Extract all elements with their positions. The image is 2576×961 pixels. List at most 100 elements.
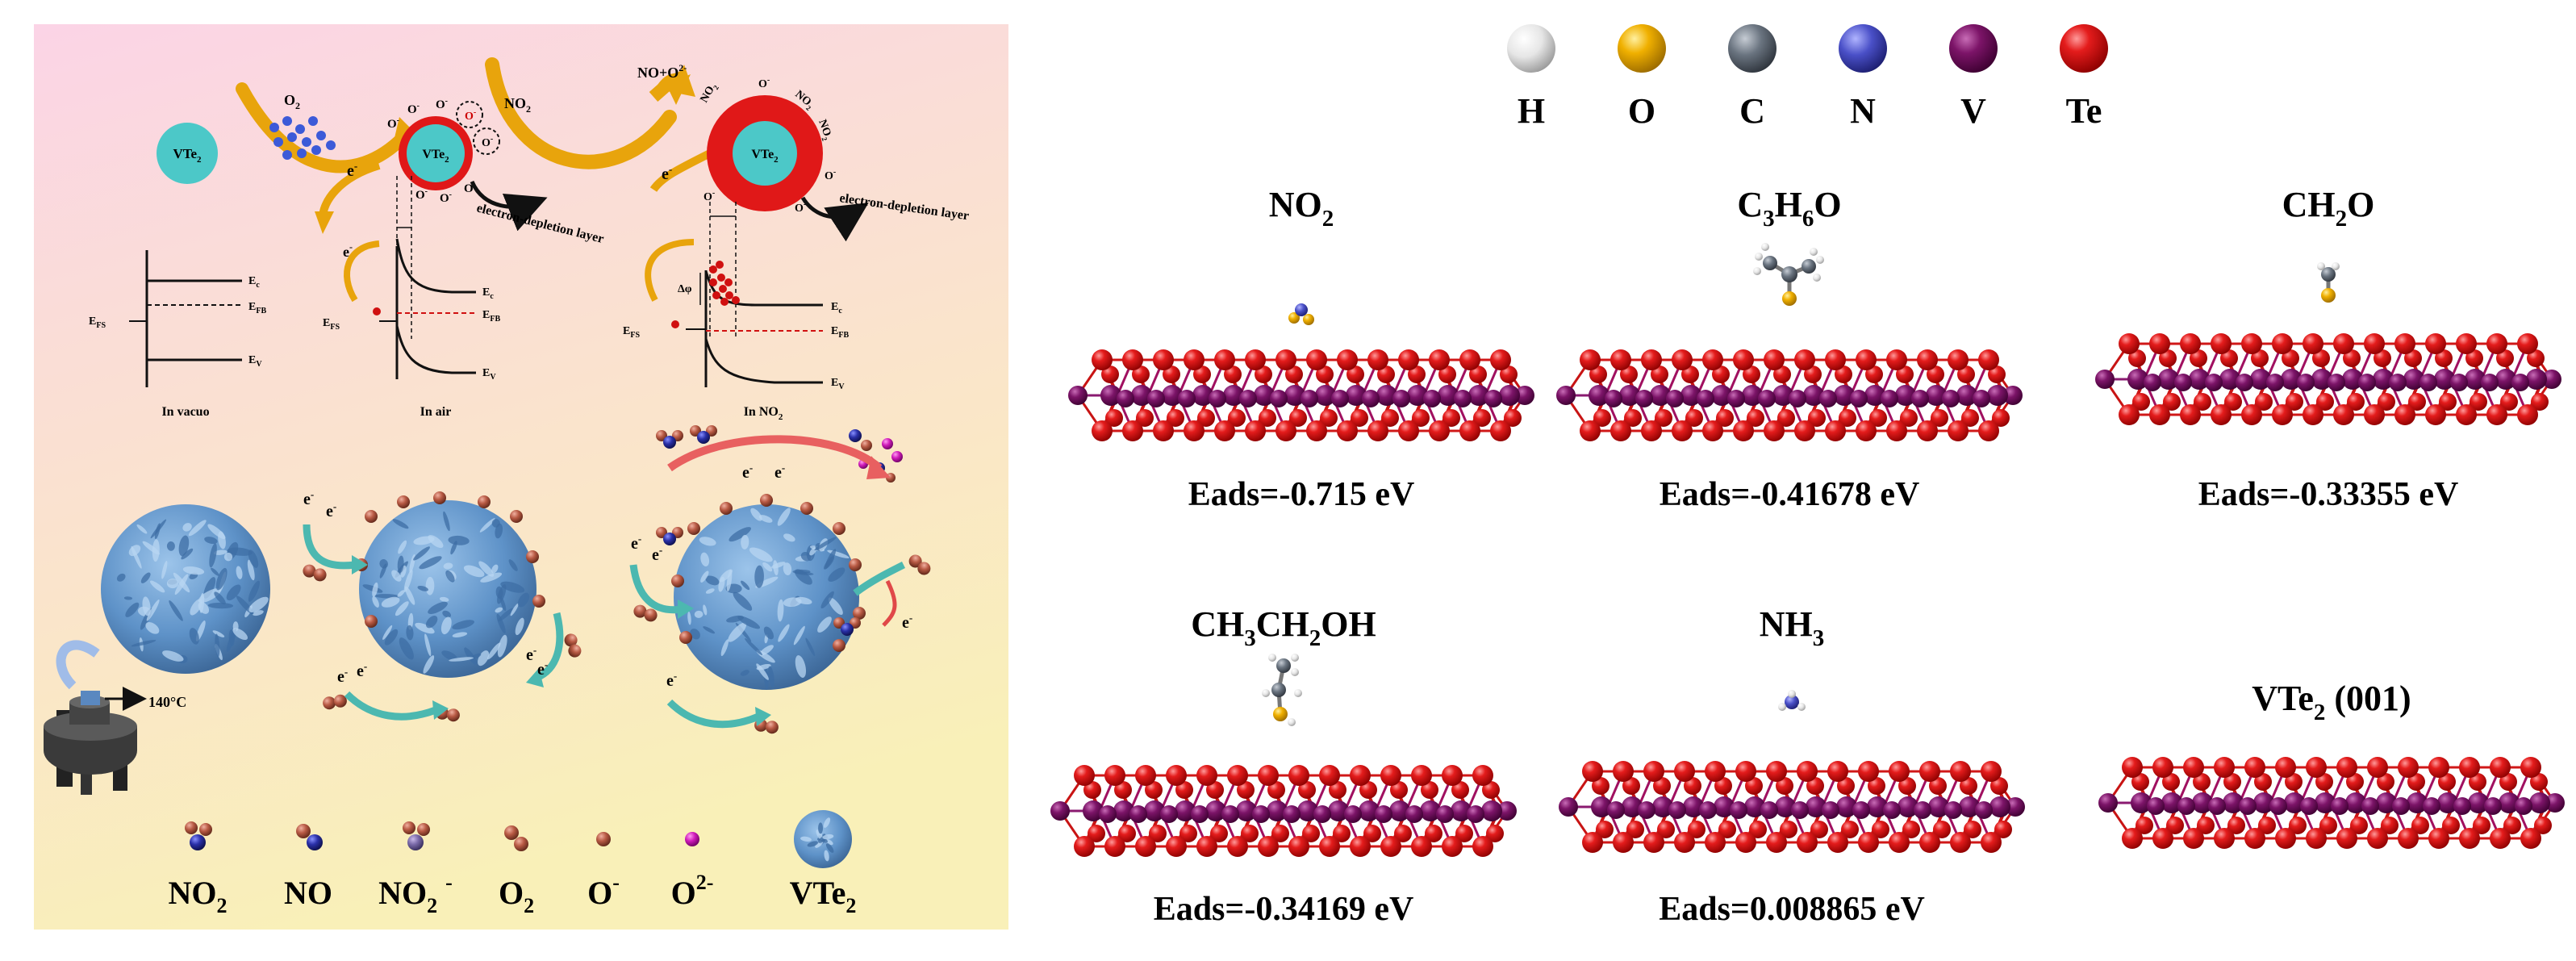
- te-atom: [1948, 420, 1969, 441]
- te-atom: [1868, 777, 1885, 795]
- o-ion: [853, 607, 866, 620]
- v-atom: [1436, 805, 1454, 823]
- te-atom: [1455, 825, 1473, 842]
- vte2-cluster: [359, 500, 536, 678]
- v-atom: [2403, 369, 2424, 390]
- band-labels-no2: Ec EFB EFS EV Δφ: [623, 283, 849, 391]
- v-atom: [2542, 370, 2561, 389]
- o-ion: [433, 491, 446, 504]
- te-atom: [1166, 836, 1187, 857]
- vte2-slab: [1559, 761, 2025, 853]
- v-atom: [1911, 390, 1929, 407]
- vte2-core-air: VTe2: [399, 116, 473, 190]
- v-atom: [1423, 390, 1441, 407]
- te-atom: [1237, 781, 1255, 799]
- te-atom: [1145, 781, 1163, 799]
- element-sphere-O: [1618, 24, 1666, 73]
- v-atom: [2345, 792, 2366, 813]
- te-atom: [2258, 817, 2276, 834]
- o-ion: [849, 558, 862, 571]
- svg-text:O-: O-: [825, 168, 836, 182]
- atom: [1802, 259, 1816, 274]
- o2-adsorption-arrow: [236, 82, 410, 173]
- v-atom: [2481, 374, 2499, 391]
- atom: [2332, 262, 2340, 270]
- te-atom: [2214, 828, 2235, 849]
- te-atom: [1105, 409, 1123, 427]
- te-atom: [1275, 349, 1296, 370]
- svg-text:e-: e-: [303, 488, 314, 508]
- te-atom: [2241, 404, 2262, 425]
- te-atom: [2377, 773, 2394, 791]
- te-atom: [1702, 349, 1723, 370]
- heater-stage: [44, 691, 137, 795]
- structure-title: CH2O: [2282, 185, 2375, 232]
- te-atom: [2499, 773, 2517, 791]
- te-atom: [1702, 420, 1723, 441]
- v-atom: [1806, 796, 1827, 817]
- v-atom: [2158, 369, 2179, 390]
- o-ion: [800, 502, 813, 515]
- te-atom: [1620, 366, 1638, 383]
- te-atom: [1780, 821, 1797, 838]
- te-atom: [1285, 366, 1303, 383]
- te-atom: [2152, 828, 2173, 849]
- te-atom: [1459, 420, 1480, 441]
- te-atom: [1122, 349, 1143, 370]
- v-atom: [1252, 805, 1270, 823]
- v-atom: [2281, 369, 2302, 390]
- v-atom: [1160, 805, 1178, 823]
- v-atom: [1852, 801, 1870, 819]
- te-atom: [1589, 366, 1607, 383]
- te-atom: [1827, 761, 1848, 782]
- legend-item-no2ion: NO2 -: [378, 821, 453, 917]
- temperature-label: 140°C: [148, 694, 186, 710]
- te-atom: [2224, 393, 2242, 411]
- electron-arrow-air: [344, 240, 380, 303]
- te-atom: [1988, 366, 2006, 383]
- element-sphere-C: [1728, 24, 1776, 73]
- te-atom: [1582, 832, 1603, 853]
- te-atom: [1333, 825, 1351, 842]
- te-atom: [1275, 420, 1296, 441]
- v-atom: [2311, 369, 2332, 390]
- v-atom: [1727, 390, 1745, 407]
- atom: [185, 821, 198, 834]
- v-atom: [1699, 801, 1717, 819]
- v-atom: [1760, 801, 1778, 819]
- v-atom: [1989, 796, 2010, 817]
- caption-vacuo: In vacuo: [161, 405, 209, 419]
- svg-text:e-: e-: [526, 644, 536, 664]
- v-atom: [1205, 800, 1226, 821]
- svg-text:EV: EV: [248, 354, 262, 369]
- te-atom: [1363, 825, 1381, 842]
- v-atom: [1362, 390, 1380, 407]
- electron-arrow-2: [649, 149, 712, 192]
- svg-text:e-: e-: [357, 660, 367, 680]
- v-atom: [2499, 792, 2520, 813]
- te-atom: [1320, 409, 1338, 427]
- vte2-slab: [2095, 333, 2561, 425]
- te-atom: [1651, 366, 1668, 383]
- v-atom: [2250, 369, 2271, 390]
- te-atom: [1316, 366, 1334, 383]
- te-atom: [2333, 404, 2354, 425]
- te-atom: [1810, 821, 1828, 838]
- atom: [403, 821, 415, 834]
- te-atom: [1104, 765, 1125, 786]
- v-atom: [1819, 390, 1837, 407]
- v-atom: [1331, 390, 1349, 407]
- te-atom: [2211, 404, 2232, 425]
- v-atom: [1129, 805, 1147, 823]
- atom: [1785, 695, 1799, 709]
- band-diagram-air: [379, 176, 476, 379]
- v-atom: [1680, 385, 1701, 406]
- te-atom: [1136, 409, 1154, 427]
- v-atom: [1068, 386, 1088, 405]
- element-symbol: Te: [2066, 91, 2102, 131]
- te-atom: [1596, 821, 1614, 838]
- v-atom: [1468, 385, 1489, 406]
- v-atom: [1328, 800, 1349, 821]
- v-atom: [1113, 800, 1134, 821]
